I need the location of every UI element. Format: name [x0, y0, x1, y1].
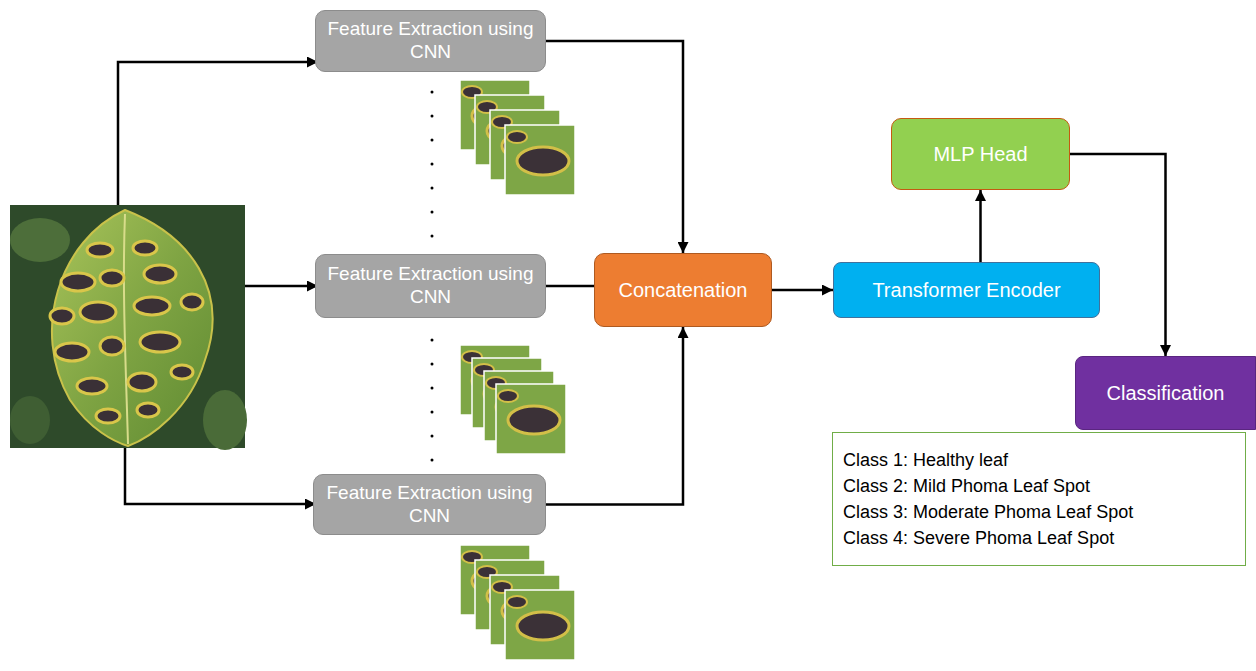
background-foliage — [10, 218, 70, 262]
feature-map — [496, 384, 566, 454]
ellipsis-dot — [431, 115, 434, 118]
box-label: Class 4: Severe Phoma Leaf Spot — [843, 525, 1114, 551]
leaf-spots — [50, 241, 203, 423]
leaf-spot — [134, 297, 170, 315]
input-arrow — [245, 285, 318, 288]
feature-map-stack — [460, 545, 575, 660]
box-label: Classification — [1107, 381, 1225, 405]
input-arrow — [125, 448, 316, 504]
connector-arrow — [1070, 154, 1166, 356]
leaf-blade — [52, 210, 213, 446]
cnn-box: Feature Extraction using CNN — [315, 254, 546, 318]
ellipsis-dot — [431, 411, 434, 414]
input-arrow — [118, 62, 318, 205]
leaf-spot — [181, 294, 203, 310]
ellipsis-dot — [431, 211, 434, 214]
ellipsis-dot — [431, 459, 434, 462]
connector-arrow — [546, 327, 683, 505]
cnn-box: Feature Extraction using CNN — [315, 10, 546, 72]
feature-map-stack — [460, 80, 575, 195]
class-list-box: Class 1: Healthy leafClass 2: Mild Phoma… — [832, 432, 1246, 566]
leaf-spot — [140, 332, 180, 352]
leaf-spot — [61, 273, 95, 291]
ellipsis-dot — [431, 187, 434, 190]
ellipsis-dot — [431, 387, 434, 390]
feature-map — [505, 590, 575, 660]
ellipsis-dot — [431, 91, 434, 94]
connector-arrow — [772, 289, 833, 292]
leaf-spot — [128, 373, 156, 391]
feature-map-stack — [460, 345, 566, 454]
feature-map — [505, 125, 575, 195]
box-label: Feature Extraction using CNN — [324, 263, 537, 309]
ellipsis-dot — [431, 339, 434, 342]
ellipsis-dot — [431, 139, 434, 142]
box-label: Feature Extraction using CNN — [324, 18, 537, 64]
ellipsis-dot — [431, 363, 434, 366]
concatenation-box: Concatenation — [594, 253, 772, 327]
leaf-spot — [55, 343, 89, 361]
leaf-spot — [137, 403, 159, 417]
connector-arrow — [546, 41, 683, 253]
leaf-spot — [133, 241, 157, 255]
box-label: Class 2: Mild Phoma Leaf Spot — [843, 473, 1090, 499]
leaf-spot — [77, 378, 107, 394]
box-label: Transformer Encoder — [872, 278, 1060, 302]
box-label: MLP Head — [933, 142, 1027, 166]
classification-box: Classification — [1075, 356, 1256, 430]
box-label: Concatenation — [619, 278, 748, 302]
leaf-spot — [100, 270, 124, 286]
cnn-box: Feature Extraction using CNN — [313, 474, 546, 535]
box-label: Class 3: Moderate Phoma Leaf Spot — [843, 499, 1133, 525]
leaf-spot — [50, 308, 74, 324]
background-foliage — [203, 390, 247, 450]
leaf-spot — [96, 409, 120, 423]
leaf-spot — [80, 302, 116, 322]
leaf-spot — [144, 265, 176, 283]
mlp-box: MLP Head — [891, 118, 1070, 190]
box-label: Class 1: Healthy leaf — [843, 447, 1008, 473]
encoder-box: Transformer Encoder — [833, 262, 1100, 318]
connector-arrow — [546, 285, 594, 288]
ellipsis-dot — [431, 235, 434, 238]
leaf-spot — [87, 243, 113, 257]
connector-arrow — [979, 190, 982, 262]
box-label: Feature Extraction using CNN — [322, 482, 537, 528]
input-arrows — [118, 62, 318, 504]
leaf-photo — [10, 205, 247, 450]
ellipsis-dot — [431, 435, 434, 438]
background-foliage — [10, 396, 50, 444]
leaf-spot — [171, 365, 193, 379]
leaf-spot — [100, 337, 124, 355]
leaf-midrib — [124, 214, 128, 444]
ellipsis-dot — [431, 163, 434, 166]
